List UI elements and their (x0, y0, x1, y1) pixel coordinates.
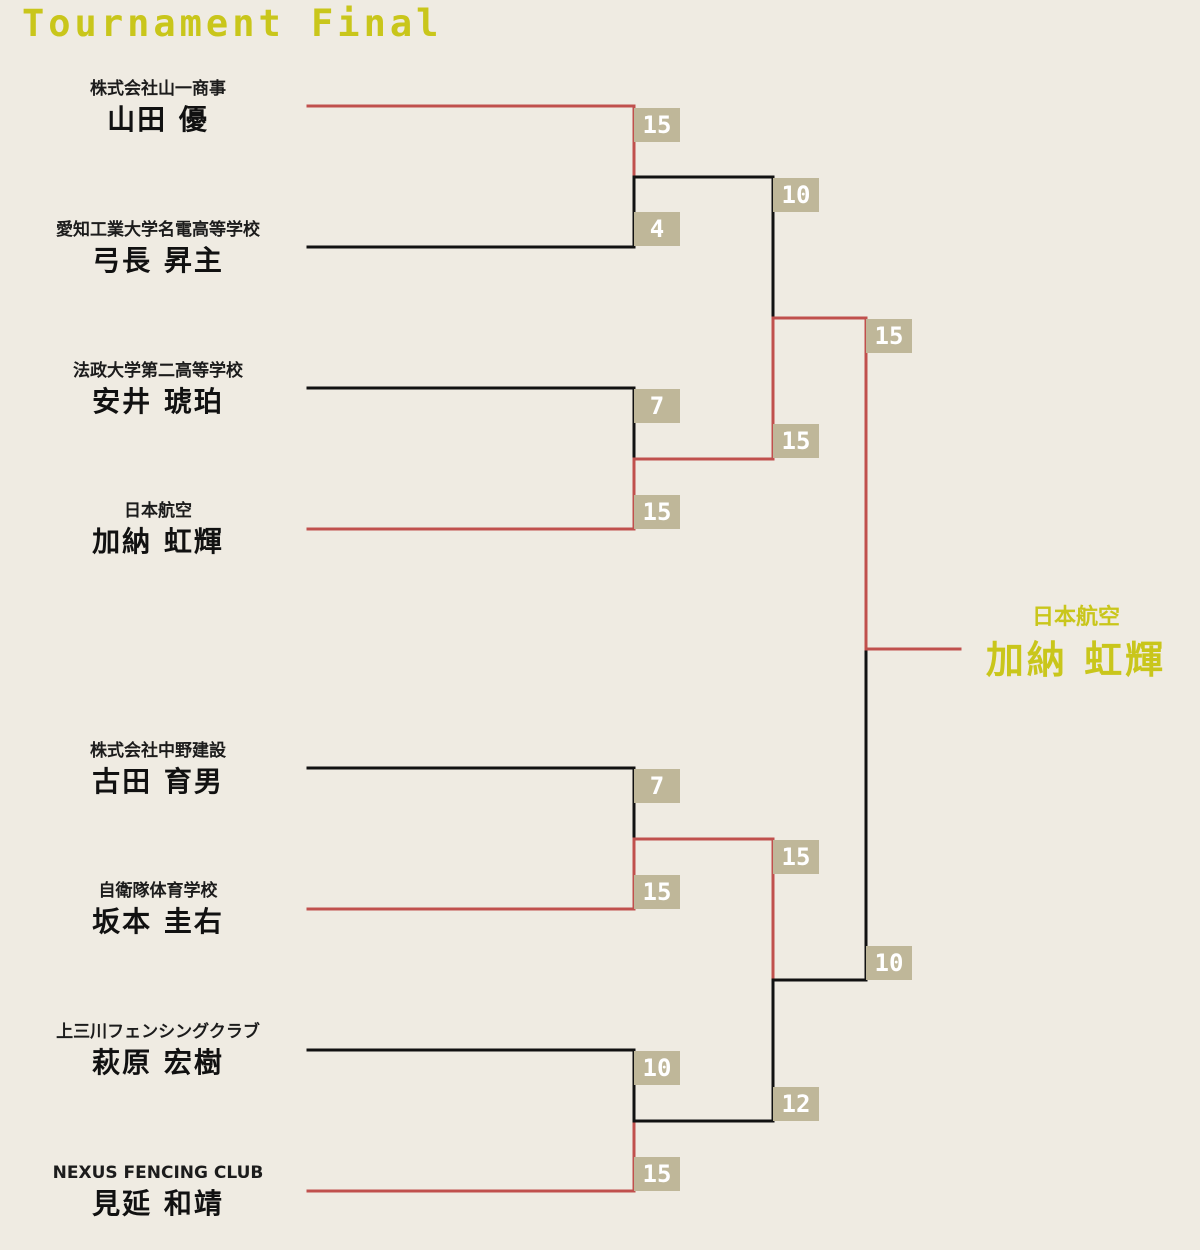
player-affiliation: 日本航空 (124, 501, 192, 521)
champion-name: 加納 虹輝 (985, 638, 1167, 682)
player-name: 坂本 圭右 (92, 905, 224, 938)
player-name: 弓長 昇主 (92, 244, 224, 277)
sf1-score-bottom: 15 (773, 424, 819, 458)
qf3-score-bottom: 15 (634, 875, 680, 909)
player-name: 見延 和靖 (92, 1187, 224, 1220)
player-7: 上三川フェンシングクラブ 萩原 宏樹 (0, 1021, 316, 1081)
final-score-top: 15 (866, 319, 912, 353)
player-affiliation: 上三川フェンシングクラブ (56, 1022, 260, 1042)
qf2-score-bottom: 15 (634, 495, 680, 529)
player-affiliation: 自衛隊体育学校 (98, 881, 218, 901)
player-5: 株式会社中野建設 古田 育男 (0, 740, 316, 800)
player-8: NEXUS FENCING CLUB 見延 和靖 (0, 1162, 316, 1222)
player-4: 日本航空 加納 虹輝 (0, 500, 316, 560)
player-name: 古田 育男 (92, 765, 224, 798)
player-2: 愛知工業大学名電高等学校 弓長 昇主 (0, 219, 316, 279)
final-score-bottom: 10 (866, 946, 912, 980)
sf2-score-bottom: 12 (773, 1087, 819, 1121)
qf1-score-top: 15 (634, 108, 680, 142)
qf2-score-top: 7 (634, 389, 680, 423)
champion-affiliation: 日本航空 (1031, 605, 1120, 630)
player-affiliation: 愛知工業大学名電高等学校 (56, 220, 260, 240)
sf2-score-top: 15 (773, 840, 819, 874)
player-affiliation: 法政大学第二高等学校 (73, 361, 243, 381)
player-affiliation: NEXUS FENCING CLUB (52, 1163, 264, 1183)
qf1-score-bottom: 4 (634, 212, 680, 246)
qf4-score-top: 10 (634, 1051, 680, 1085)
player-affiliation: 株式会社山一商事 (90, 79, 226, 99)
champion: 日本航空 加納 虹輝 (968, 604, 1184, 684)
sf1-score-top: 10 (773, 178, 819, 212)
player-name: 安井 琥珀 (92, 385, 224, 418)
player-6: 自衛隊体育学校 坂本 圭右 (0, 880, 316, 940)
qf4-score-bottom: 15 (634, 1157, 680, 1191)
page-title: Tournament Final (22, 2, 443, 45)
player-name: 山田 優 (107, 103, 209, 136)
qf3-score-top: 7 (634, 769, 680, 803)
player-name: 加納 虹輝 (92, 525, 224, 558)
player-affiliation: 株式会社中野建設 (90, 741, 226, 761)
player-3: 法政大学第二高等学校 安井 琥珀 (0, 360, 316, 420)
player-name: 萩原 宏樹 (92, 1046, 224, 1079)
player-1: 株式会社山一商事 山田 優 (0, 78, 316, 138)
